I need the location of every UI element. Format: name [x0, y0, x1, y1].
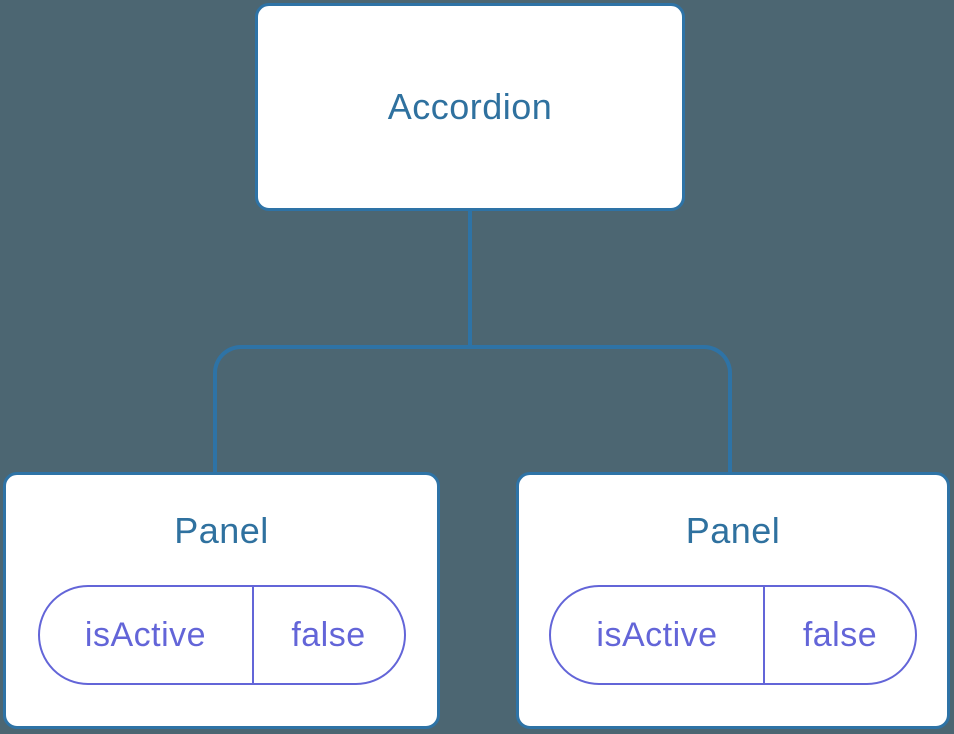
state-value: false — [291, 615, 366, 654]
state-pill: isActive false — [549, 585, 917, 685]
accordion-node: Accordion — [255, 3, 685, 211]
panel-node-label: Panel — [685, 510, 781, 551]
panel-node-left: Panel isActive false — [3, 472, 440, 729]
panel-node-right: Panel isActive false — [516, 472, 950, 729]
tree-connector-bracket — [213, 345, 732, 472]
tree-connector-stem — [468, 211, 472, 349]
panel-node-label: Panel — [174, 510, 269, 551]
state-pill: isActive false — [37, 585, 406, 685]
state-key: isActive — [551, 587, 765, 683]
accordion-node-label: Accordion — [387, 86, 553, 127]
state-key: isActive — [40, 587, 254, 683]
state-value: false — [802, 615, 878, 654]
